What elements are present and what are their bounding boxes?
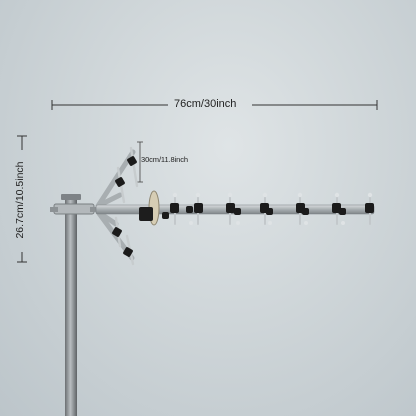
mount-clamp — [50, 203, 98, 215]
reflector-clips — [112, 156, 137, 257]
height-dimension-label: 26.7cm/10.5inch — [13, 161, 26, 239]
arm-dimension-label: 30cm/11.8inch — [141, 155, 188, 164]
mast-pole — [61, 194, 81, 416]
width-dimension-line — [51, 100, 378, 110]
height-dimension-line — [17, 135, 27, 263]
width-dimension-label: 76cm/30inch — [174, 98, 237, 110]
director-tips — [172, 192, 373, 225]
arm-dimension-line — [137, 141, 143, 183]
director-clips — [162, 203, 374, 219]
balun-housing — [139, 190, 160, 226]
